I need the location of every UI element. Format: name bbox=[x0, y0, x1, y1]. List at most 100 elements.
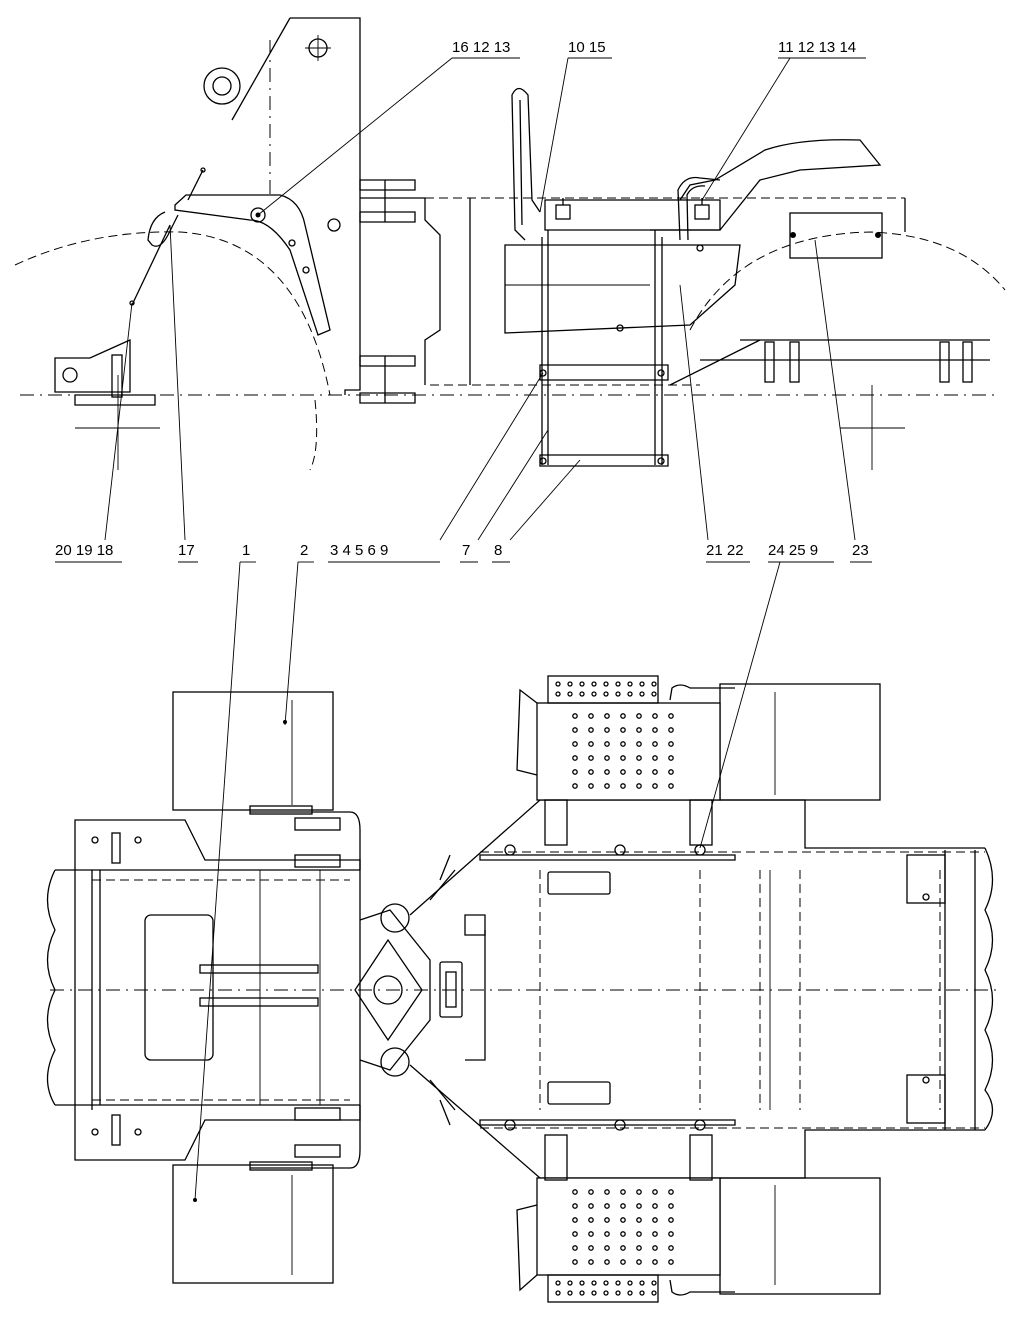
perforation-hole bbox=[604, 1231, 610, 1237]
platform-top bbox=[544, 199, 721, 231]
perforation-hole bbox=[604, 755, 610, 761]
perforation-hole bbox=[604, 769, 610, 775]
perforation-hole bbox=[572, 1203, 578, 1209]
perforation-hole bbox=[639, 1280, 645, 1286]
perforation-hole bbox=[603, 691, 609, 697]
perforation-hole bbox=[652, 713, 658, 719]
perforation-hole bbox=[620, 1259, 626, 1265]
perforation-hole bbox=[652, 727, 658, 733]
perforation-hole bbox=[668, 1245, 674, 1251]
perforation-hole bbox=[636, 769, 642, 775]
perforation-hole bbox=[636, 1217, 642, 1223]
hood bbox=[650, 139, 882, 231]
perforation-hole bbox=[652, 1259, 658, 1265]
callout-23: 23 bbox=[852, 542, 869, 559]
articulation-pivot bbox=[354, 938, 423, 1042]
perforation-hole bbox=[567, 1290, 573, 1296]
perforation-hole bbox=[668, 727, 674, 733]
perforation-hole bbox=[572, 755, 578, 761]
perforation-hole bbox=[668, 741, 674, 747]
step-tread-top bbox=[547, 675, 659, 704]
callout-11-12-13-14: 11 12 13 14 bbox=[778, 39, 856, 56]
perforation-hole bbox=[604, 1203, 610, 1209]
perforation-hole bbox=[615, 1290, 621, 1296]
tow-eye-bracket bbox=[54, 338, 131, 393]
perforation-hole bbox=[636, 1259, 642, 1265]
rear-wheel-outline bbox=[689, 231, 1006, 331]
perforation-hole bbox=[604, 713, 610, 719]
bolt-11 bbox=[694, 204, 710, 220]
perforation-hole bbox=[668, 1259, 674, 1265]
perforation-hole bbox=[636, 1189, 642, 1195]
rear-wheel-bottom bbox=[719, 1177, 881, 1295]
front-wheel-outline bbox=[14, 231, 331, 396]
perforation-hole bbox=[668, 1231, 674, 1237]
perforation-hole bbox=[615, 681, 621, 687]
perforation-hole bbox=[572, 1189, 578, 1195]
nameplate bbox=[789, 212, 883, 259]
perforation-hole bbox=[652, 755, 658, 761]
perforation-hole bbox=[588, 727, 594, 733]
front-frame-tower bbox=[290, 17, 361, 395]
front-wheel-outline-lower bbox=[309, 399, 318, 471]
top-view bbox=[46, 675, 1000, 1303]
callout-8: 8 bbox=[494, 542, 502, 559]
callout-17: 17 bbox=[178, 542, 195, 559]
perforation-hole bbox=[572, 1245, 578, 1251]
perforation-hole bbox=[651, 1280, 657, 1286]
perforation-hole bbox=[620, 783, 626, 789]
perforation-hole bbox=[572, 1217, 578, 1223]
perforation-hole bbox=[572, 713, 578, 719]
perforation-hole bbox=[588, 713, 594, 719]
fender-bracket bbox=[174, 194, 331, 336]
perforation-hole bbox=[588, 783, 594, 789]
perforation-hole bbox=[555, 691, 561, 697]
perforation-hole bbox=[620, 1203, 626, 1209]
callout-21-22: 21 22 bbox=[706, 542, 744, 559]
callout-1: 1 bbox=[242, 542, 250, 559]
perforation-hole bbox=[651, 691, 657, 697]
perforation-hole bbox=[620, 727, 626, 733]
perforation-hole bbox=[588, 1245, 594, 1251]
perforation-hole bbox=[588, 755, 594, 761]
perforation-hole bbox=[604, 727, 610, 733]
perforation-hole bbox=[588, 741, 594, 747]
callout-16-12-13: 16 12 13 bbox=[452, 39, 510, 56]
perforation-hole bbox=[591, 1290, 597, 1296]
perforation-hole bbox=[572, 1231, 578, 1237]
perforation-hole bbox=[651, 681, 657, 687]
perforation-hole bbox=[572, 741, 578, 747]
perforation-hole bbox=[604, 1189, 610, 1195]
perforation-hole bbox=[636, 1203, 642, 1209]
callout-3-4-5-6-9: 3 4 5 6 9 bbox=[330, 542, 388, 559]
perforation-hole bbox=[627, 1290, 633, 1296]
perforation-hole bbox=[604, 1245, 610, 1251]
side-view-leaders bbox=[104, 57, 856, 541]
perforation-hole bbox=[636, 713, 642, 719]
step-platform-top bbox=[536, 702, 721, 801]
perforation-hole bbox=[567, 691, 573, 697]
side-handle bbox=[147, 211, 179, 247]
perforation-hole bbox=[555, 1280, 561, 1286]
perforation-hole bbox=[639, 681, 645, 687]
step-platform-bottom bbox=[536, 1177, 721, 1276]
perforation-hole bbox=[572, 783, 578, 789]
perforation-hole bbox=[615, 1280, 621, 1286]
perforation-hole bbox=[620, 1189, 626, 1195]
ladder-step-2 bbox=[539, 454, 669, 467]
perforation-hole bbox=[604, 1217, 610, 1223]
perforation-hole bbox=[603, 1280, 609, 1286]
perforation-hole bbox=[651, 1290, 657, 1296]
perforation-hole bbox=[652, 1245, 658, 1251]
step-tread-bottom bbox=[547, 1274, 659, 1303]
perforation-hole bbox=[627, 1280, 633, 1286]
rear-break-line bbox=[984, 847, 994, 1131]
rear-wheel-top bbox=[719, 683, 881, 801]
perforation-hole bbox=[620, 755, 626, 761]
perforation-hole bbox=[636, 1231, 642, 1237]
perforation-hole bbox=[636, 741, 642, 747]
perforation-hole bbox=[579, 691, 585, 697]
perforation-hole bbox=[668, 755, 674, 761]
perforation-hole bbox=[588, 1259, 594, 1265]
perforation-hole bbox=[652, 741, 658, 747]
